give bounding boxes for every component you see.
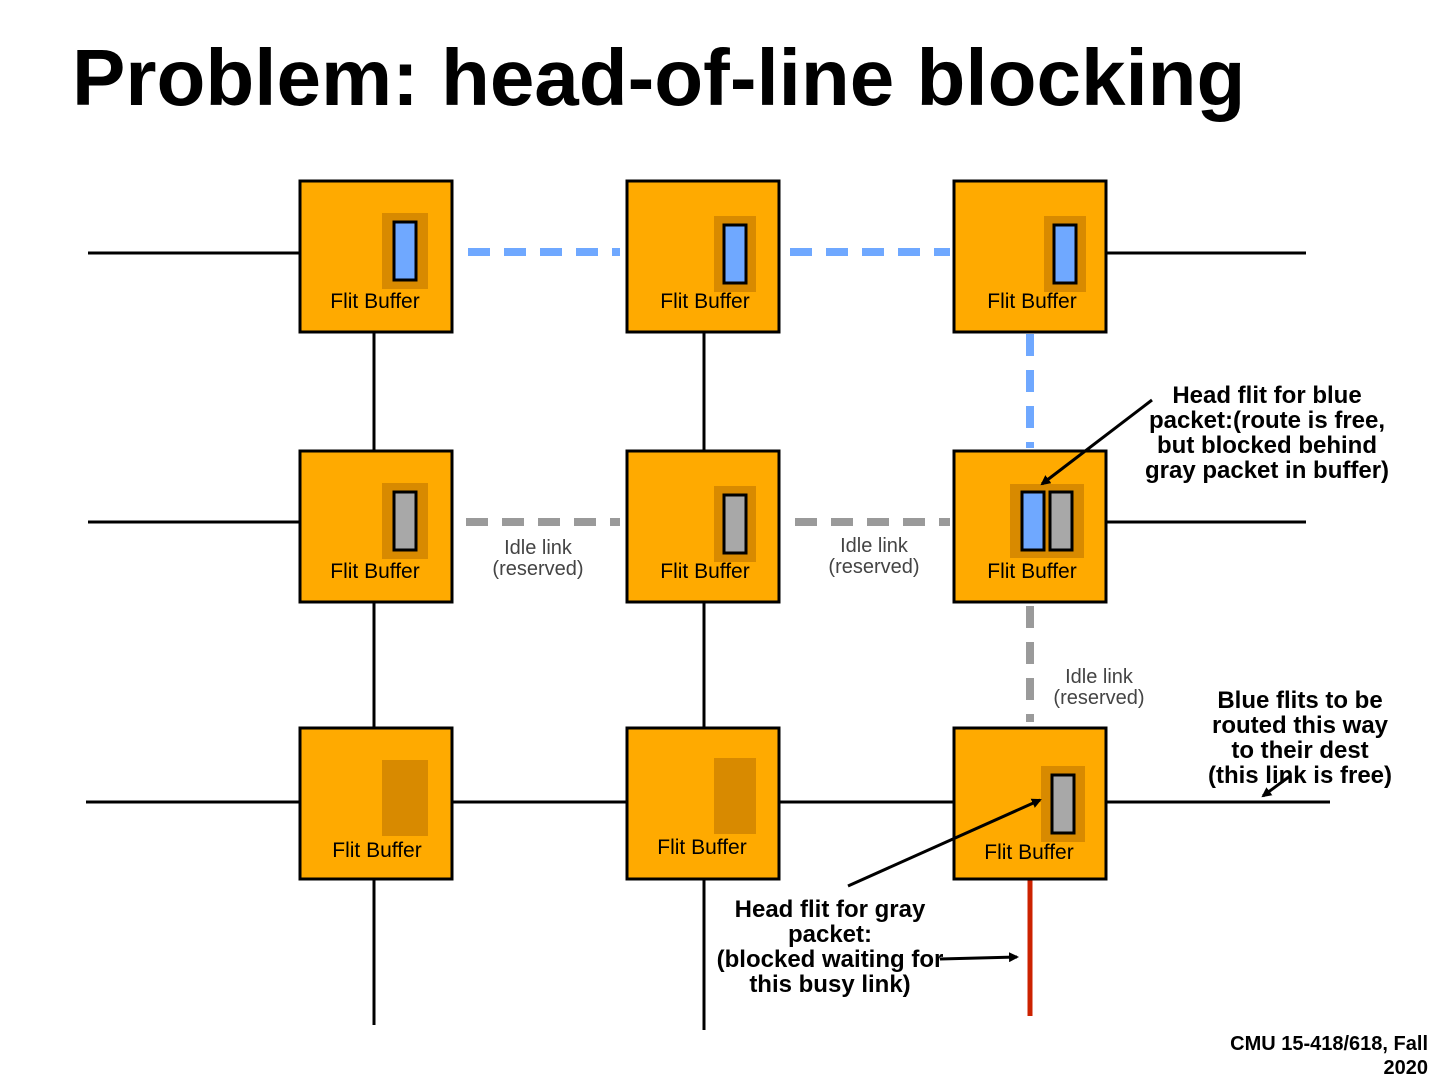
arrow-blue-route — [1261, 774, 1291, 798]
arrow-blue-head — [1040, 398, 1153, 486]
flit-buffer-label: Flit Buffer — [660, 290, 750, 313]
flit-buffer-label: Flit Buffer — [332, 839, 422, 862]
idle-link-label-1: Idle link (reserved) — [492, 537, 584, 580]
arrow-busy-link — [939, 952, 1019, 963]
flit-buffer-label: Flit Buffer — [330, 290, 420, 313]
router-node — [298, 449, 454, 604]
blue-flit — [722, 223, 748, 285]
blue-flit — [392, 220, 418, 282]
router-nodes — [298, 179, 1108, 881]
router-node — [625, 726, 781, 881]
note-blue-route: Blue flits to be routed this way to thei… — [1207, 687, 1393, 789]
flit-buffer-label: Flit Buffer — [984, 841, 1074, 864]
gray-flit — [1048, 490, 1074, 552]
slide-title: Problem: head-of-line blocking — [72, 33, 1246, 122]
idle-link-label-3: Idle link (reserved) — [1053, 666, 1145, 709]
gray-flit — [1050, 773, 1076, 835]
router-node — [298, 726, 454, 881]
idle-reserved-links — [466, 518, 1034, 722]
router-node — [625, 179, 781, 334]
router-node — [952, 449, 1108, 604]
note-blue-head-flit: Head flit for blue packet:(route is free… — [1144, 382, 1390, 484]
flit-buffer-label: Flit Buffer — [660, 560, 750, 583]
router-node — [625, 449, 781, 604]
blue-route-links — [468, 248, 1034, 448]
idle-link-label-2: Idle link (reserved) — [828, 535, 920, 578]
router-node — [298, 179, 454, 334]
gray-flit — [392, 490, 418, 552]
annotation-arrows — [847, 398, 1291, 963]
flit-buffer-label: Flit Buffer — [330, 560, 420, 583]
flit-buffer-label: Flit Buffer — [657, 836, 747, 859]
course-footer: CMU 15-418/618, Fall 2020 — [1230, 1033, 1428, 1079]
gray-flit — [722, 493, 748, 555]
router-node — [952, 179, 1108, 334]
flit-buffer-label: Flit Buffer — [987, 560, 1077, 583]
flit-buffer-slot — [382, 760, 428, 836]
blue-flit — [1052, 223, 1078, 285]
network-links — [86, 251, 1330, 1030]
flit-buffer-label: Flit Buffer — [987, 290, 1077, 313]
arrow-gray-head — [847, 798, 1042, 888]
router-node-box — [298, 449, 454, 604]
note-gray-head-flit: Head flit for gray packet: (blocked wait… — [716, 896, 944, 998]
flit-buffer-slot — [714, 758, 756, 834]
blue-flit — [1020, 490, 1046, 552]
